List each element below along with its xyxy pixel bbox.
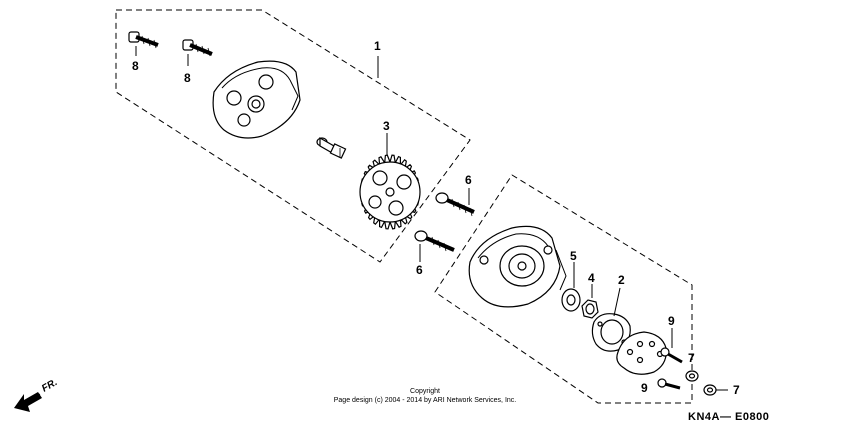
- screw-9-lower: [657, 378, 681, 390]
- callout-9-lower: 9: [641, 381, 648, 395]
- front-direction-arrow: [14, 392, 42, 412]
- callout-7-lower: 7: [733, 383, 740, 397]
- front-arrow-label: FR.: [40, 377, 59, 395]
- bolt-8-right: [182, 39, 213, 66]
- bolt-6-lower: [414, 230, 455, 262]
- callout-8-right: 8: [184, 71, 191, 85]
- callout-3: 3: [383, 119, 390, 133]
- pump-body: [468, 225, 567, 308]
- bolt-8-left: [128, 31, 159, 56]
- washer-7-upper: [685, 364, 699, 382]
- screw-9-upper: [660, 328, 683, 364]
- pump-plate: [616, 331, 667, 375]
- callout-1: 1: [374, 39, 381, 53]
- nut-4: [581, 284, 599, 319]
- copyright-line-1: Copyright: [410, 388, 440, 395]
- diagram-code: KN4A— E0800: [688, 411, 769, 423]
- washer-5: [561, 262, 581, 312]
- callout-5: 5: [570, 249, 577, 263]
- bolt-6-upper: [435, 188, 475, 217]
- callout-8-left: 8: [132, 59, 139, 73]
- gasket-2: [591, 287, 631, 352]
- assembly-2-dashed-outline: [434, 174, 693, 404]
- washer-7-lower: [703, 384, 728, 396]
- callout-4: 4: [588, 271, 595, 285]
- callout-6-lower: 6: [416, 263, 423, 277]
- assembly-1-dashed-outline: [115, 9, 471, 263]
- callout-9-upper: 9: [668, 314, 675, 328]
- callout-6-upper: 6: [465, 173, 472, 187]
- copyright-line-2: Page design (c) 2004 - 2014 by ARI Netwo…: [334, 397, 517, 404]
- callout-2: 2: [618, 273, 625, 287]
- pump-shaft: [316, 136, 347, 159]
- callout-7-upper: 7: [688, 351, 695, 365]
- pump-cover: [212, 60, 301, 139]
- pump-drive-gear: [359, 154, 421, 230]
